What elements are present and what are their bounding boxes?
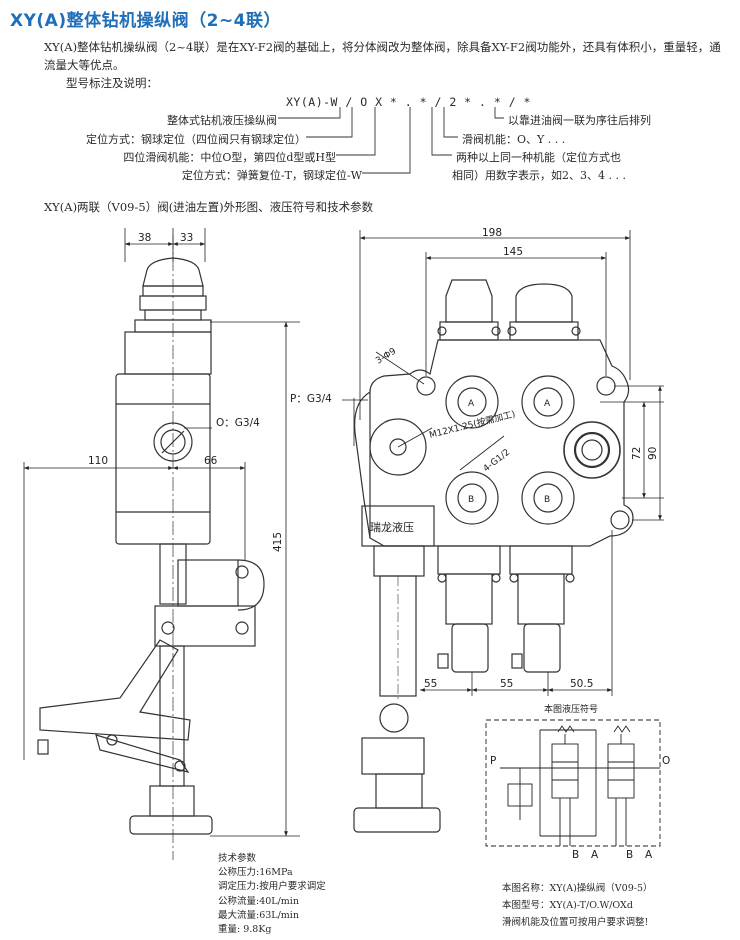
- dim-38: 38: [138, 232, 151, 244]
- label-slide: 滑阀机能：O、Y . . .: [462, 133, 566, 146]
- caption-model: 本图型号：XY(A)-T/O.W/OXd: [502, 900, 633, 911]
- caption-note: 滑阀机能及位置可按用户要求调整!: [502, 917, 649, 928]
- label-port-a-1: A: [468, 399, 475, 409]
- drawing-caption: 本图名称：XY(A)操纵阀（V09-5） 本图型号：XY(A)-T/O.W/OX…: [502, 880, 653, 931]
- page-title: XY(A)整体钻机操纵阀（2~4联）: [10, 11, 282, 31]
- caption-name: 本图名称：XY(A)操纵阀（V09-5）: [502, 883, 653, 894]
- tech-params: 技术参数 公称压力:16MPa 调定压力:按用户要求调定 公称流量:40L/mi…: [218, 852, 326, 937]
- annotation-ports: 4-G1/2: [482, 448, 512, 475]
- symbol-o: O: [662, 755, 670, 767]
- dim-33: 33: [180, 232, 193, 244]
- front-view: [353, 279, 634, 833]
- tech-max-flow: 最大流量:63L/min: [218, 909, 299, 921]
- label-integral: 整体式钻机液压操纵阀: [167, 114, 277, 127]
- dim-66: 66: [204, 455, 218, 467]
- dim-110: 110: [88, 455, 108, 467]
- drawing-heading: XY(A)两联（V09-5）阀(进油左置)外形图、液压符号和技术参数: [44, 200, 374, 214]
- symbol-a1: A: [591, 849, 599, 861]
- tech-weight: 重量: 9.8Kg: [218, 924, 272, 936]
- model-code: XY(A)-W / O X * . * / 2 * . * / *: [286, 95, 531, 109]
- annotation-port-p: P：G3/4: [290, 393, 332, 405]
- dim-55-a: 55: [424, 678, 437, 690]
- tech-adjust: 调定压力:按用户要求调定: [218, 881, 326, 893]
- symbol-p: P: [490, 755, 496, 767]
- symbol-a2: A: [645, 849, 653, 861]
- side-view-dims: [23, 228, 300, 837]
- dim-198: 198: [482, 227, 502, 239]
- tech-flow: 公称流量:40L/min: [218, 895, 299, 907]
- dim-55-b: 55: [500, 678, 513, 690]
- label-positioning2: 定位方式：弹簧复位-T，钢球定位-W: [181, 169, 362, 182]
- label-port-b-1: B: [468, 495, 474, 505]
- dim-90: 90: [647, 447, 659, 460]
- symbol-title: 本图液压符号: [544, 703, 598, 715]
- label-port-a-2: A: [544, 399, 551, 409]
- hydraulic-symbol: [485, 719, 661, 847]
- symbol-b1: B: [572, 849, 579, 861]
- dim-415: 415: [272, 532, 284, 552]
- annotation-port-o: O：G3/4: [216, 417, 260, 429]
- dim-50-5: 50.5: [570, 678, 593, 690]
- label-same-2: 相同）用数字表示，如2、3、4 . . .: [452, 169, 626, 182]
- dim-72: 72: [631, 447, 643, 460]
- symbol-b2: B: [626, 849, 633, 861]
- label-order: 以靠进油阀一联为序往后排列: [508, 114, 651, 127]
- label-four-pos: 四位滑阀机能：中位O型，第四位d型或H型: [123, 151, 336, 164]
- dim-145: 145: [503, 246, 523, 258]
- side-view: [37, 235, 265, 860]
- tech-pressure: 公称压力:16MPa: [218, 867, 293, 879]
- label-positioning1: 定位方式：钢球定位（四位阀只有钢球定位）: [86, 133, 306, 146]
- annotation-thread: M12X1.25(按需加工): [428, 408, 517, 441]
- label-port-b-2: B: [544, 495, 550, 505]
- intro-paragraph: XY(A)整体钻机操纵阀（2~4联）是在XY-F2阀的基础上，将分体阀改为整体阀…: [44, 40, 721, 72]
- annotation-holes: 3-Φ9: [374, 346, 398, 366]
- model-leader-lines: [278, 107, 504, 174]
- label-same-1: 两种以上同一种机能（定位方式也: [456, 151, 621, 164]
- model-heading: 型号标注及说明：: [66, 76, 158, 90]
- brand-label: 瑞龙液压: [370, 520, 414, 534]
- tech-heading: 技术参数: [218, 853, 257, 864]
- front-view-dims: [342, 230, 664, 696]
